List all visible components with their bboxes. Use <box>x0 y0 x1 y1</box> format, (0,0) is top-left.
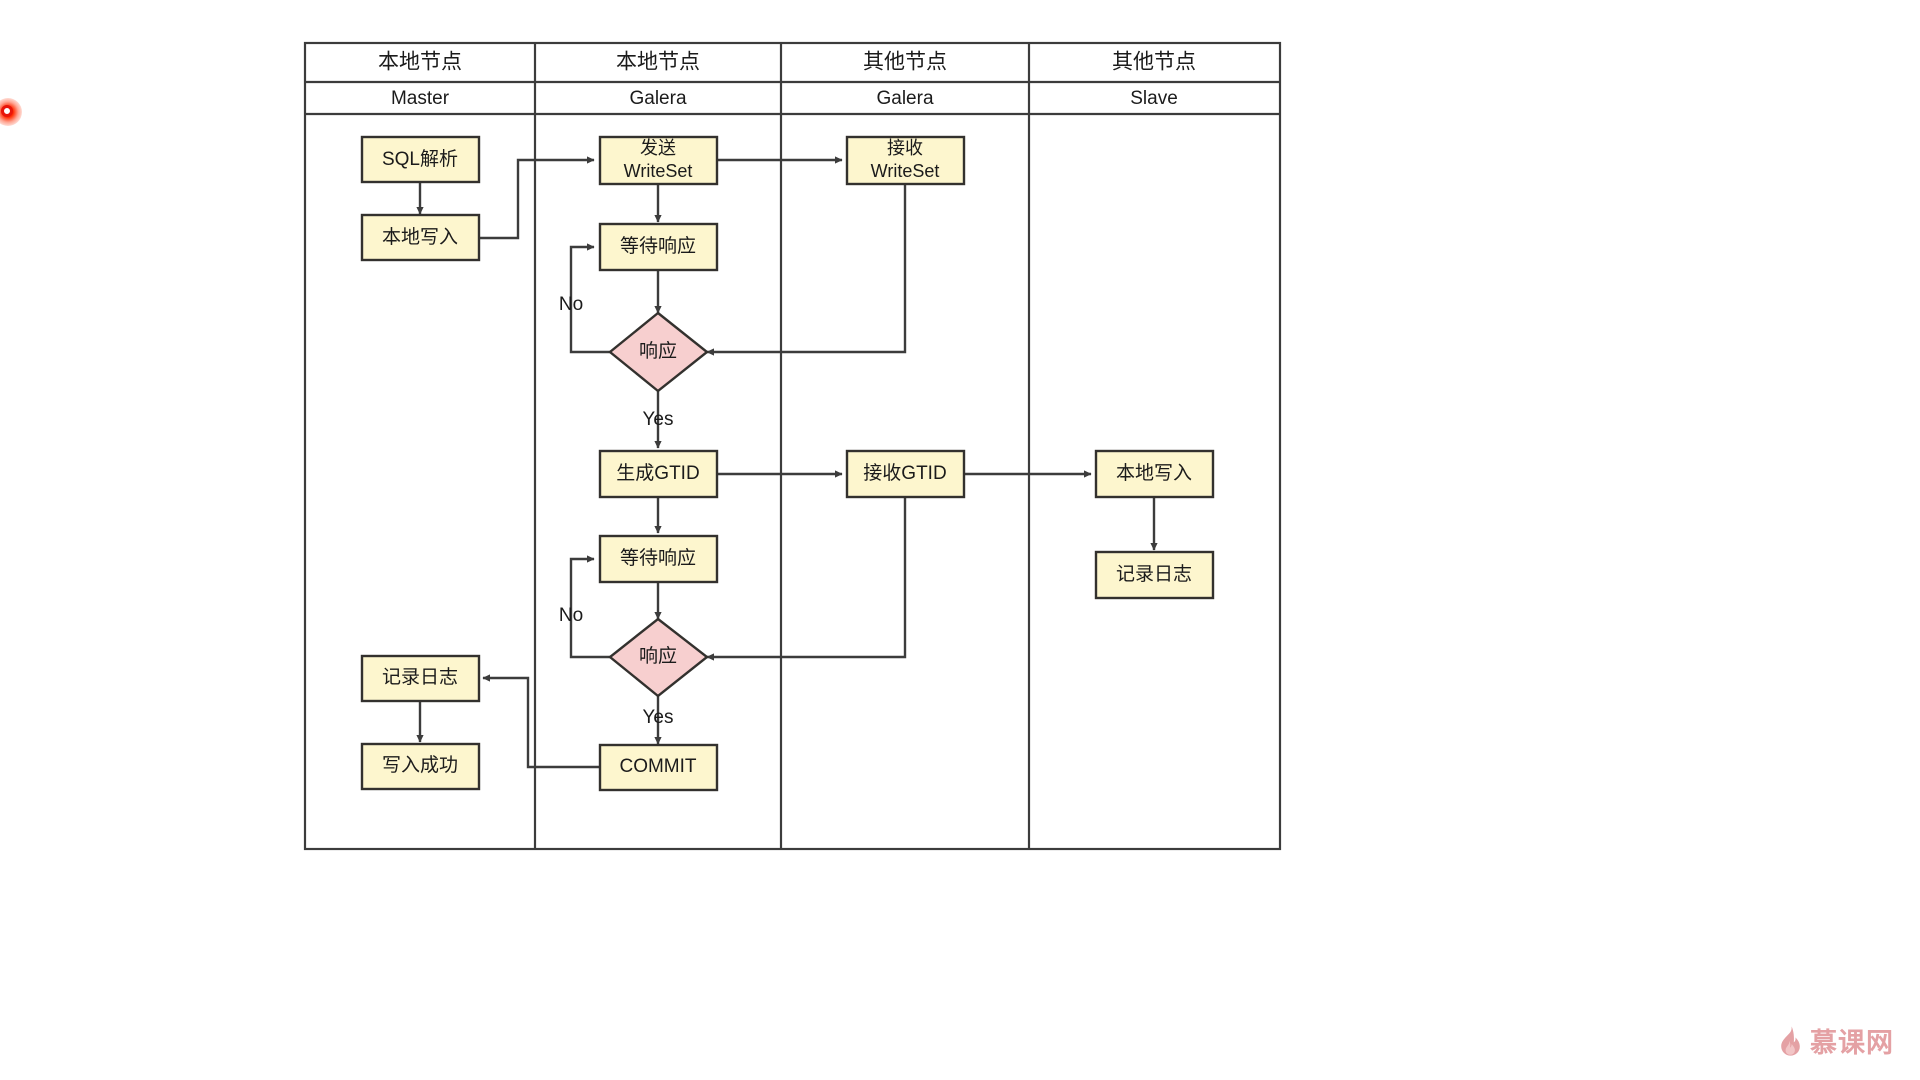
node-wait-response-1[interactable]: 等待响应 <box>598 222 719 272</box>
edge-label-no-2: No <box>559 605 583 626</box>
node-write-success[interactable]: 写入成功 <box>360 742 481 791</box>
node-label-wait-response-1: 等待响应 <box>620 235 696 257</box>
lane-header-node-slave: 其他节点 <box>1112 51 1196 74</box>
edge-labels-layer: No Yes No Yes <box>559 294 674 728</box>
edge-localwrite-to-sendws <box>480 156 595 240</box>
node-label-response-decision-1: 响应 <box>639 340 677 362</box>
lane-role-slave: Slave <box>1130 88 1178 109</box>
node-wait-response-2[interactable]: 等待响应 <box>598 534 719 584</box>
lane-role-master: Master <box>391 88 450 109</box>
edge-label-yes-2: Yes <box>643 707 674 728</box>
node-label-receive-writeset-line2: WriteSet <box>871 161 940 181</box>
node-send-writeset[interactable]: 发送 WriteSet <box>598 135 719 186</box>
node-label-master-log: 记录日志 <box>382 666 458 688</box>
node-slave-log[interactable]: 记录日志 <box>1094 550 1215 600</box>
node-label-local-write-master: 本地写入 <box>382 226 458 248</box>
flame-icon <box>1781 1025 1800 1056</box>
lane-headers: 本地节点 本地节点 其他节点 其他节点 Master Galera Galera… <box>378 51 1196 109</box>
watermark-text: 慕课网 <box>1810 1028 1894 1059</box>
node-label-slave-log: 记录日志 <box>1116 563 1192 585</box>
node-label-commit: COMMIT <box>619 756 696 777</box>
node-label-generate-gtid: 生成GTID <box>616 462 699 484</box>
node-label-receive-gtid: 接收GTID <box>863 462 946 484</box>
lane-header-node-galera2: 其他节点 <box>863 51 947 74</box>
lane-header-node-master: 本地节点 <box>378 51 462 74</box>
node-master-log[interactable]: 记录日志 <box>360 654 481 703</box>
node-sql-parse[interactable]: SQL解析 <box>360 135 481 184</box>
edge-label-no-1: No <box>559 294 583 315</box>
node-local-write-master[interactable]: 本地写入 <box>360 213 481 262</box>
node-local-write-slave[interactable]: 本地写入 <box>1094 449 1215 499</box>
lane-header-node-galera1: 本地节点 <box>616 51 700 74</box>
edge-label-yes-1: Yes <box>643 409 674 430</box>
node-receive-gtid[interactable]: 接收GTID <box>845 449 966 499</box>
watermark: 慕课网 <box>1777 1021 1894 1060</box>
nodes-layer: SQL解析 本地写入 记录日志 写入成功 发送 WriteSet <box>360 135 1215 792</box>
node-generate-gtid[interactable]: 生成GTID <box>598 449 719 499</box>
edge-recvws-to-resp1 <box>706 185 907 356</box>
node-label-send-writeset-line2: WriteSet <box>624 161 693 181</box>
node-receive-writeset[interactable]: 接收 WriteSet <box>845 135 966 186</box>
node-label-receive-writeset-line1: 接收 <box>887 138 923 158</box>
edge-commit-to-masterlog <box>482 674 600 769</box>
node-label-write-success: 写入成功 <box>382 754 458 776</box>
edge-recvgtid-to-resp2 <box>706 497 907 661</box>
node-label-wait-response-2: 等待响应 <box>620 547 696 569</box>
edge-resp1-no-loop <box>569 243 610 354</box>
node-response-decision-1[interactable]: 响应 <box>608 311 709 393</box>
node-label-send-writeset-line1: 发送 <box>640 138 676 158</box>
node-response-decision-2[interactable]: 响应 <box>608 617 709 698</box>
edge-resp2-no-loop <box>569 555 610 659</box>
node-label-local-write-slave: 本地写入 <box>1116 462 1192 484</box>
node-label-sql-parse: SQL解析 <box>382 148 458 170</box>
lane-role-galera1: Galera <box>629 88 686 109</box>
edges-layer <box>416 156 1158 769</box>
node-commit[interactable]: COMMIT <box>598 743 719 792</box>
lane-role-galera2: Galera <box>876 88 933 109</box>
node-label-response-decision-2: 响应 <box>639 645 677 667</box>
red-cursor-dot-icon <box>0 98 22 126</box>
